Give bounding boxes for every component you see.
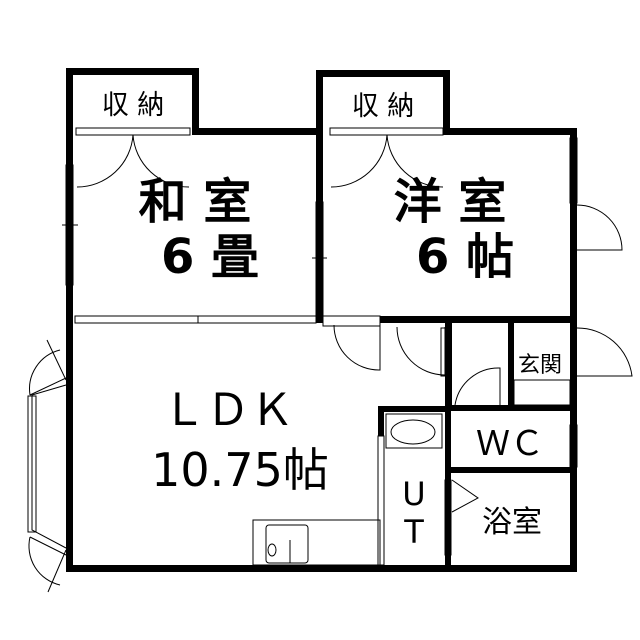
ut-label-1: U: [402, 475, 425, 513]
walls: [66, 68, 577, 572]
ldk-size: 10.75帖: [151, 443, 329, 497]
washitsu-size: 6 畳: [161, 229, 259, 285]
washitsu-label: 和 室: [139, 174, 252, 230]
bath-label: 浴室: [482, 505, 542, 540]
youshitsu-label: 洋 室: [394, 174, 507, 230]
wc-label: ＷＣ: [476, 424, 544, 464]
kitchen-sink: [265, 524, 309, 564]
genkan-label: 玄関: [518, 353, 562, 378]
doors: [75, 127, 633, 556]
storage-left-label: 収 納: [102, 90, 165, 121]
ut-label-2: T: [403, 513, 424, 551]
washbasin: [385, 413, 443, 449]
kitchen-counter: [252, 519, 381, 566]
openings: [27, 137, 578, 593]
ldk-label: ＬＤＫ: [162, 385, 294, 436]
storage-right-label: 収 納: [352, 91, 415, 122]
fixtures: [252, 413, 443, 566]
youshitsu-size: 6 帖: [416, 229, 514, 285]
